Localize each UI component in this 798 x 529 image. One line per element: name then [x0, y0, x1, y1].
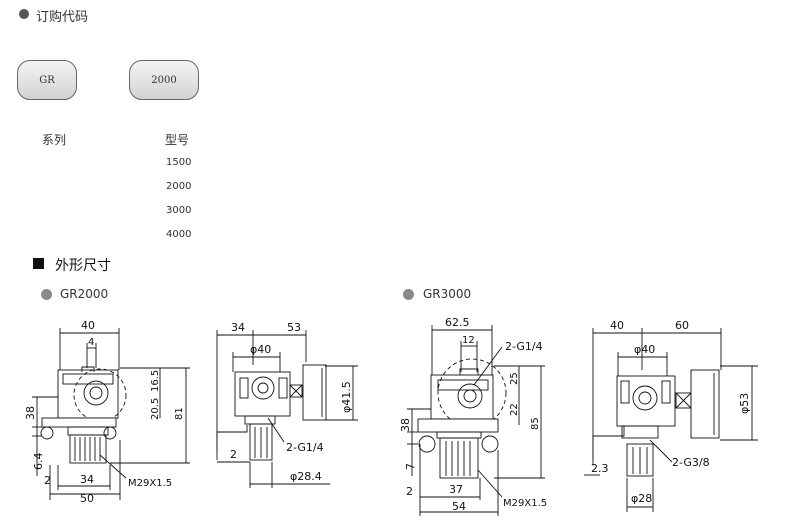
gr2000-side-drawing [216, 330, 358, 488]
order-code-title: 订购代码 [36, 10, 89, 25]
dim-text: 54 [452, 500, 466, 513]
dim-text: M29X1.5 [128, 478, 172, 489]
dim-text: 81 [174, 407, 185, 420]
dim-text: 38 [24, 406, 37, 420]
model-item: 1500 [166, 157, 192, 168]
gr3000-bullet [403, 289, 414, 300]
dim-text: 12 [462, 335, 475, 346]
dim-text: 37 [449, 483, 463, 496]
model-header: 型号 [165, 133, 190, 147]
dim-text: 2-G1/4 [505, 340, 543, 353]
dim-text: 62.5 [445, 316, 470, 329]
section-bullet [19, 9, 29, 19]
dim-text: 60 [675, 319, 689, 332]
dim-text: M29X1.5 [503, 498, 547, 509]
gr3000-side-drawing [584, 328, 758, 512]
dim-text: φ40 [634, 343, 655, 356]
series-header: 系列 [42, 133, 67, 147]
section-square [33, 258, 44, 269]
dim-text: 34 [231, 321, 245, 334]
dim-text: φ40 [250, 343, 271, 356]
dim-text: 40 [81, 319, 95, 332]
model-item: 2000 [166, 181, 192, 192]
dim-text: 7 [404, 463, 417, 470]
dim-text: φ28 [631, 492, 652, 505]
dim-text: 16.5 [150, 370, 161, 392]
dim-text: 85 [530, 417, 541, 430]
gr3000-label: GR3000 [423, 287, 472, 301]
dim-text: 2 [406, 485, 413, 498]
gr2000-bullet [41, 289, 52, 300]
model-item: 4000 [166, 229, 192, 240]
dim-text: 6.4 [32, 453, 45, 471]
dim-text: φ41.5 [340, 381, 353, 413]
gr3000-front-drawing [407, 325, 545, 516]
dim-text: 40 [610, 319, 624, 332]
dim-text: 25 [509, 372, 520, 385]
code-box-series: GR [17, 60, 77, 100]
dim-text: 2.3 [591, 462, 609, 475]
dim-text: φ28.4 [290, 470, 322, 483]
dim-text: 34 [80, 473, 94, 486]
dim-text: 2 [44, 474, 51, 487]
dim-text: 22 [509, 403, 520, 416]
dim-text: 2 [230, 448, 237, 461]
gr2000-label: GR2000 [60, 287, 109, 301]
dim-text: 20.5 [150, 398, 161, 420]
dim-text: 2-G3/8 [672, 456, 710, 469]
code-box-model: 2000 [129, 60, 199, 100]
dim-text: 53 [287, 321, 301, 334]
dim-text: 4 [88, 337, 94, 348]
dim-text: 50 [80, 492, 94, 505]
dim-text: 2-G1/4 [286, 441, 324, 454]
dim-text: φ53 [738, 393, 751, 414]
dimensions-title: 外形尺寸 [55, 258, 111, 274]
gr2000-front-drawing [32, 328, 190, 500]
model-item: 3000 [166, 205, 192, 216]
dim-text: 38 [399, 418, 412, 432]
